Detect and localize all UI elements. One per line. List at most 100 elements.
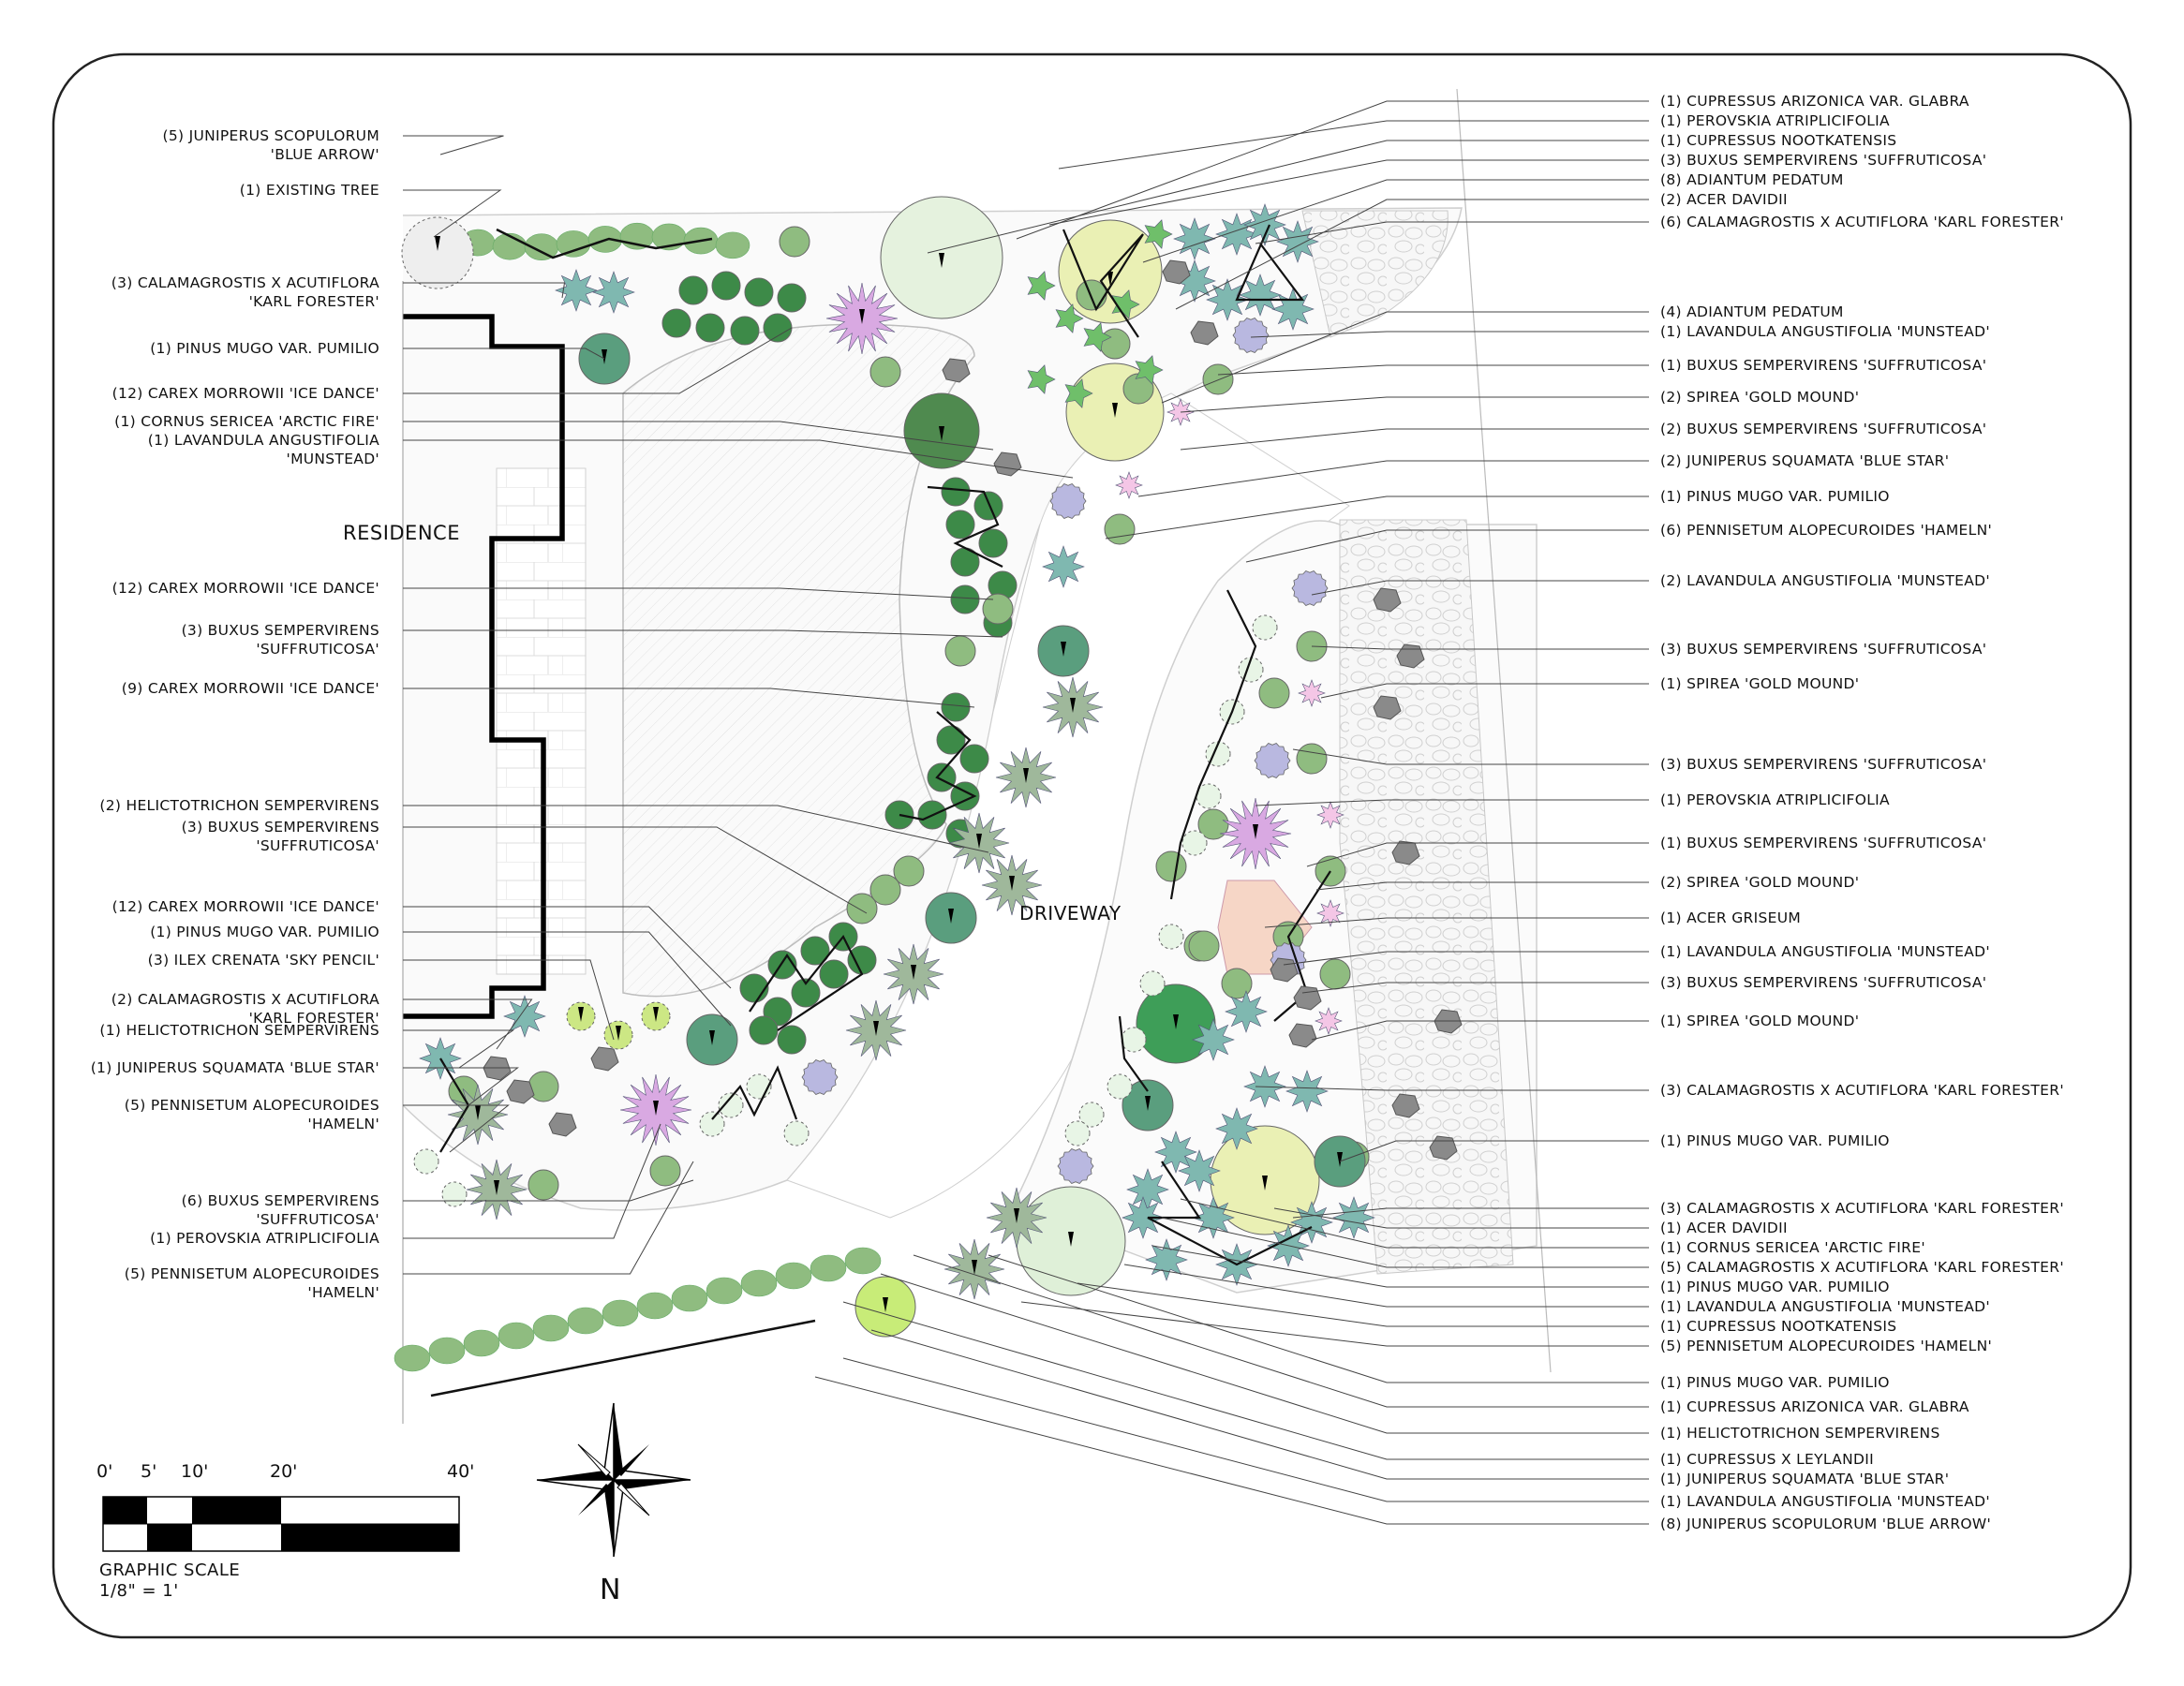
callout-left-3: (1) PINUS MUGO VAR. PUMILIO: [150, 340, 379, 357]
callout-right-18: (3) BUXUS SEMPERVIRENS 'SUFFRUTICOSA': [1660, 756, 1987, 773]
plant-symbol: [695, 313, 725, 343]
plant-symbol: [1107, 1073, 1133, 1100]
plant-center: [1023, 768, 1029, 783]
plant-symbol: [819, 959, 849, 989]
callout-left-9: (9) CAREX MORROWII 'ICE DANCE': [121, 680, 379, 697]
plant-symbol: [527, 1169, 559, 1201]
plant-symbol: [936, 725, 966, 755]
plant-symbol: [592, 271, 635, 314]
plant-symbol: [1258, 677, 1290, 709]
residence-outline: [403, 314, 565, 1019]
plant-symbol: [944, 635, 976, 667]
boulder: [1429, 1135, 1458, 1161]
leader-right-18: [1292, 748, 1649, 765]
callout-right-10: (2) SPIREA 'GOLD MOUND': [1660, 389, 1860, 406]
plant-symbol: [1215, 213, 1258, 256]
plant-symbol: [1188, 930, 1220, 962]
boulder: [1373, 695, 1402, 720]
plant-center: [911, 965, 916, 980]
plant-symbol: [1243, 203, 1286, 246]
leader-left-13: [403, 931, 732, 1027]
juniper-hedge-south: [394, 1247, 882, 1398]
hedge-plant: [394, 1344, 431, 1372]
scale-tick-0: 0': [97, 1461, 113, 1482]
plant-center: [1014, 1208, 1019, 1223]
plant-symbol: [401, 216, 474, 289]
callout-left-17: (1) JUNIPERUS SQUAMATA 'BLUE STAR': [90, 1059, 379, 1076]
callout-right-41: (1) LAVANDULA ANGUSTIFOLIA 'MUNSTEAD': [1660, 1493, 1990, 1510]
leader-left-19: [403, 1179, 694, 1202]
plant-center: [883, 1297, 888, 1312]
scale-tick-20: 20': [270, 1461, 298, 1482]
callout-right-22: (1) ACER GRISEUM: [1660, 910, 1802, 926]
plant-symbol: [1126, 1168, 1169, 1211]
plant-symbol: [847, 945, 877, 975]
plant-symbol: [800, 936, 830, 966]
plant-symbol: [1291, 570, 1329, 606]
callout-right-30: (1) CORNUS SERICEA 'ARCTIC FIRE': [1660, 1239, 1925, 1256]
boulder: [1293, 985, 1322, 1011]
callout-right-26: (3) CALAMAGROSTIS X ACUTIFLORA 'KARL FOR…: [1660, 1082, 2064, 1099]
sheet-border: [52, 52, 2132, 1639]
plant-symbol: [959, 744, 989, 774]
plant-symbol: [1145, 1238, 1188, 1281]
plant-center: [1253, 824, 1258, 839]
plant-symbol: [941, 692, 971, 722]
callout-right-3: (3) BUXUS SEMPERVIRENS 'SUFFRUTICOSA': [1660, 152, 1987, 169]
plant-center: [1337, 1152, 1343, 1167]
callout-right-42: (8) JUNIPERUS SCOPULORUM 'BLUE ARROW': [1660, 1516, 1992, 1532]
plant-symbol: [1332, 1196, 1375, 1239]
hedge-plant: [775, 1262, 812, 1290]
group-line: [1273, 870, 1331, 1022]
plant-center: [494, 1180, 499, 1195]
group-line: [430, 1319, 816, 1398]
leader-right-28: [1292, 1207, 1649, 1219]
hedge-plant: [532, 1314, 570, 1342]
plant-center: [1107, 272, 1113, 287]
plant-symbol: [779, 226, 810, 258]
leader-right-4: [1142, 179, 1649, 263]
hedge-plant: [498, 1322, 535, 1350]
boulder: [1391, 840, 1420, 865]
plant-symbols: [401, 196, 1375, 1338]
leader-right-24: [1301, 982, 1649, 994]
group-line: [711, 1065, 798, 1120]
callout-right-8: (1) LAVANDULA ANGUSTIFOLIA 'MUNSTEAD': [1660, 323, 1990, 340]
leader-left-11: [403, 826, 868, 914]
plant-symbol: [555, 269, 598, 312]
plant-center: [653, 1101, 659, 1116]
plant-symbol: [1139, 970, 1166, 997]
hedge-plant: [556, 230, 591, 258]
plant-symbol: [1064, 1120, 1091, 1146]
north-arrow: [536, 1402, 691, 1558]
callout-right-1: (1) PEROVSKIA ATRIPLICIFOLIA: [1660, 112, 1890, 129]
boulder: [506, 1079, 535, 1104]
plant-symbol: [1099, 328, 1131, 360]
plant-symbol: [1154, 1131, 1197, 1174]
leader-left-18: [403, 1104, 510, 1153]
leader-right-33: [1123, 1264, 1649, 1308]
plant-center: [1112, 403, 1118, 418]
leader-left-14: [403, 959, 615, 1041]
leader-right-19: [1255, 799, 1649, 806]
leader-right-35: [1020, 1301, 1649, 1347]
plant-center: [939, 253, 944, 268]
plant-symbol: [1178, 1149, 1221, 1192]
plant-symbol: [945, 510, 975, 540]
callout-right-38: (1) HELICTOTRICHON SEMPERVIRENS: [1660, 1425, 1940, 1442]
plant-symbol: [1027, 364, 1056, 394]
plant-symbol: [441, 1181, 468, 1207]
leader-right-22: [1264, 917, 1649, 928]
leader-right-15: [1311, 580, 1649, 596]
plant-symbol: [1232, 318, 1270, 353]
plant-symbol: [1173, 217, 1216, 260]
callout-right-36: (1) PINUS MUGO VAR. PUMILIO: [1660, 1374, 1890, 1391]
plant-symbol: [527, 1071, 559, 1102]
gravel-northeast: [1301, 210, 1449, 338]
plant-symbol: [1158, 924, 1184, 950]
hedge-plant: [567, 1307, 604, 1335]
plant-symbol: [503, 995, 546, 1038]
hedge-plant: [636, 1292, 674, 1320]
boulder: [1190, 320, 1219, 346]
leader-right-41: [842, 1357, 1649, 1502]
